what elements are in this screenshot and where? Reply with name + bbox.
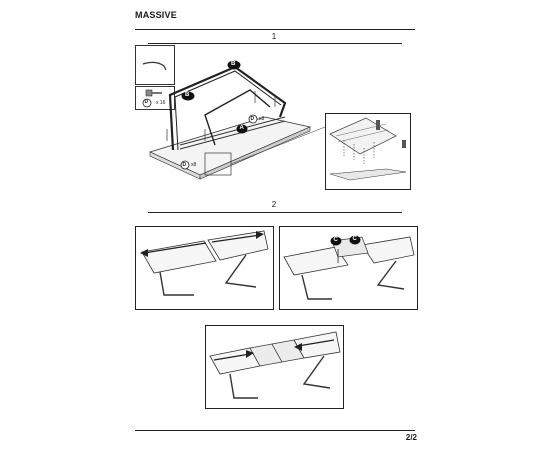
callout-d-lower-marker [180,160,190,170]
detail-inset-drawing [329,117,407,181]
step-2-rule [148,212,402,213]
bolt-part-box: D x 16 [135,86,175,110]
callout-a-marker [236,124,248,134]
callout-d-upper-marker [248,114,258,124]
callout-b-left-label: B [185,92,190,98]
header-rule [135,29,415,30]
callout-d-lower-letter: D [182,161,187,168]
allen-key-part-box [135,45,175,85]
bolt-icon [142,89,162,108]
bolt-quantity: x 16 [156,100,166,106]
callout-c-right-marker [349,235,361,245]
step-2-panel-pull-apart [135,226,274,310]
step-1-number: 1 [271,32,277,41]
callout-d-lower-qty: x8 [191,162,197,168]
callout-a-label: A [239,125,244,131]
footer-rule [135,430,415,431]
allen-key-icon [142,61,167,71]
step-1-frame-illustration [148,65,326,180]
callout-b-left-marker [181,91,195,101]
callout-d-upper-letter: D [250,115,255,122]
step-1-rule [148,43,402,44]
callout-b-top-marker [227,60,241,70]
bolt-letter: D [144,99,149,105]
step-2-panel-insert-leaf [279,226,418,310]
table-pull-apart-drawing [140,230,269,296]
page-number: 2/2 [405,433,417,442]
brand-title: MASSIVE [135,10,177,20]
step-2-panel-push-together [205,325,344,409]
callout-c-left-label: C [333,237,338,243]
callout-c-right-label: C [352,236,357,242]
callout-c-left-marker [330,236,342,246]
callout-b-top-label: B [231,61,236,67]
callout-d-upper-qty: x8 [259,116,265,122]
detail-inset-panel [325,113,411,190]
table-push-together-drawing [209,331,341,399]
step-2-number: 2 [271,200,277,209]
